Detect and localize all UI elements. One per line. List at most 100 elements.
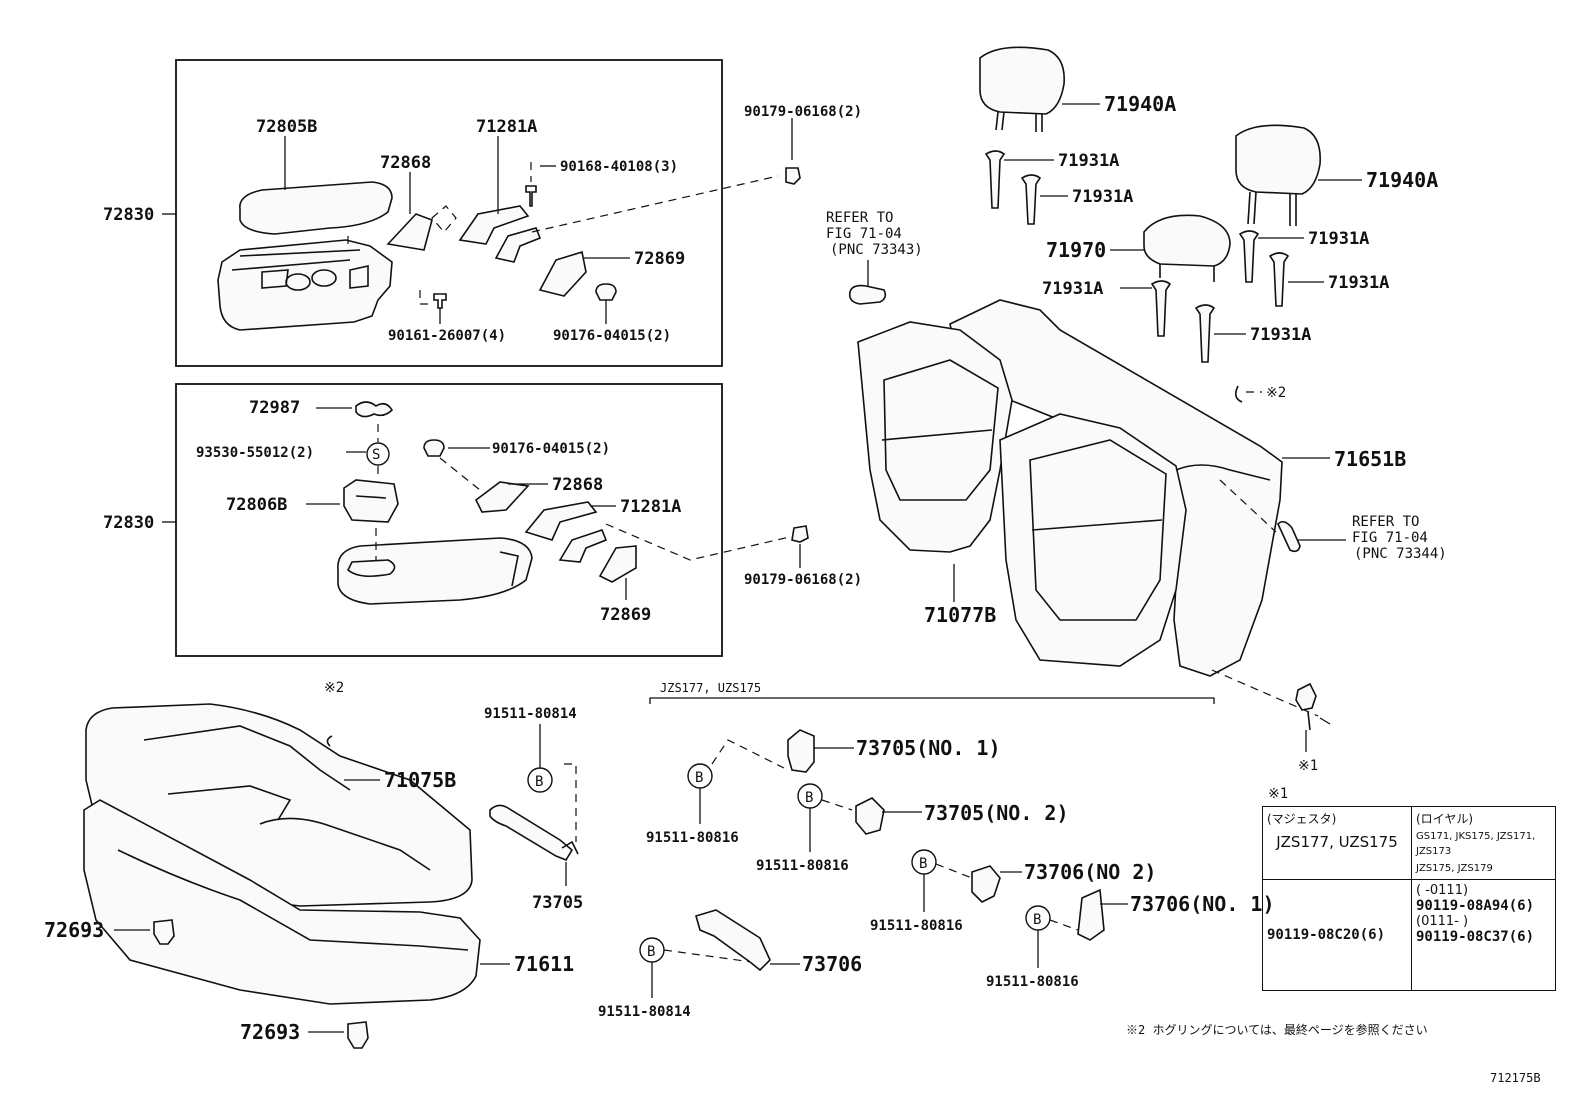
guide-71931a-4[interactable]	[1268, 252, 1290, 307]
label-71940a-left[interactable]: 71940A	[1104, 92, 1176, 116]
label-71931a-3[interactable]: 71931A	[1308, 229, 1369, 249]
latch-72806b[interactable]	[343, 479, 399, 523]
hook-73706-no2[interactable]	[971, 865, 1001, 903]
clip-72693-lower[interactable]	[347, 1021, 369, 1049]
svg-text:REFER TO: REFER TO	[1352, 514, 1419, 530]
bracket-73705[interactable]	[489, 804, 574, 861]
hook-73705-no2[interactable]	[855, 797, 885, 835]
label-72693-lower[interactable]: 72693	[240, 1020, 300, 1044]
variant-col2-header-cell: (ロイヤル) GS171, JKS175, JZS171, JZS173 JZS…	[1411, 806, 1556, 880]
hinge-cover-72869-upper[interactable]	[538, 250, 587, 297]
label-91511-80814-bottom[interactable]: 91511-80814	[598, 1004, 691, 1020]
hinge-plate-72868-upper[interactable]	[386, 213, 433, 251]
hinge-plate-72868-lower[interactable]	[474, 481, 530, 513]
variant-table: (マジェスタ) JZS177, UZS175 (ロイヤル) GS171, JKS…	[1262, 806, 1556, 991]
variant-col2-part-2[interactable]: 90119-08C37(6)	[1416, 929, 1535, 945]
label-71931a-2[interactable]: 71931A	[1072, 187, 1133, 207]
label-72869-lower[interactable]: 72869	[600, 605, 651, 625]
label-72869-upper[interactable]: 72869	[634, 249, 685, 269]
guide-71931a-1[interactable]	[984, 150, 1006, 209]
marker-s	[366, 442, 390, 466]
bolt-marker-1[interactable]	[1295, 682, 1317, 711]
label-93530[interactable]: 93530-55012(2)	[196, 445, 314, 461]
refer-part-73344[interactable]	[1277, 520, 1301, 553]
label-91511-80816-4[interactable]: 91511-80816	[986, 974, 1079, 990]
headrest-71940a-left[interactable]	[979, 46, 1065, 115]
screw-90161[interactable]	[433, 293, 447, 309]
svg-text:B: B	[919, 856, 927, 872]
label-71940a-right[interactable]: 71940A	[1366, 168, 1438, 192]
nut-90179-lower[interactable]	[791, 525, 809, 543]
label-90179-upper[interactable]: 90179-06168(2)	[744, 104, 862, 120]
label-71075b[interactable]: 71075B	[384, 768, 456, 792]
variant-col2-models-1: GS171, JKS175, JZS171, JZS173	[1416, 831, 1536, 857]
variant-col1-part[interactable]: 90119-08C20(6)	[1267, 927, 1386, 943]
svg-text:(PNC 73344): (PNC 73344)	[1354, 546, 1447, 562]
label-91511-80816-3[interactable]: 91511-80816	[870, 918, 963, 934]
nut-90179-upper[interactable]	[785, 167, 801, 185]
label-71931a-1[interactable]: 71931A	[1058, 151, 1119, 171]
label-90176-lower[interactable]: 90176-04015(2)	[492, 441, 610, 457]
label-72987[interactable]: 72987	[249, 398, 300, 418]
label-71651b[interactable]: 71651B	[1334, 447, 1406, 471]
label-71611[interactable]: 71611	[514, 952, 574, 976]
armrest-body[interactable]	[217, 239, 393, 331]
label-73706-no1[interactable]: 73706(NO. 1)	[1130, 892, 1275, 916]
label-72868-lower[interactable]: 72868	[552, 475, 603, 495]
label-71077b[interactable]: 71077B	[924, 603, 996, 627]
refer-part-73343[interactable]	[848, 284, 887, 305]
hook-73705-no1[interactable]	[787, 729, 815, 773]
label-71931a-5[interactable]: 71931A	[1042, 279, 1103, 299]
label-72805b[interactable]: 72805B	[256, 117, 317, 137]
svg-text:B: B	[647, 944, 655, 960]
hinge-71281a-upper[interactable]	[458, 205, 530, 245]
label-73705-no1[interactable]: 73705(NO. 1)	[856, 736, 1001, 760]
bracket-73706[interactable]	[695, 909, 771, 972]
guide-71931a-3[interactable]	[1238, 230, 1260, 283]
seatback-frame-71651b[interactable]	[949, 299, 1283, 677]
label-90176-upper[interactable]: 90176-04015(2)	[553, 328, 671, 344]
label-73705[interactable]: 73705	[532, 893, 583, 913]
guide-71931a-6[interactable]	[1194, 304, 1216, 363]
headrest-71970-center[interactable]	[1143, 214, 1231, 267]
label-91511-80814-top[interactable]: 91511-80814	[484, 706, 577, 722]
label-73706-no2[interactable]: 73706(NO 2)	[1024, 860, 1156, 884]
hinge-cover-72869-lower[interactable]	[598, 545, 637, 583]
label-73705-no2[interactable]: 73705(NO. 2)	[924, 801, 1069, 825]
label-91511-80816-2[interactable]: 91511-80816	[756, 858, 849, 874]
label-71931a-6[interactable]: 71931A	[1250, 325, 1311, 345]
label-72830-upper[interactable]: 72830	[103, 205, 154, 225]
label-90168[interactable]: 90168-40108(3)	[560, 159, 678, 175]
guide-71931a-5[interactable]	[1150, 280, 1172, 337]
headrest-71940a-right[interactable]	[1235, 124, 1321, 195]
label-90161[interactable]: 90161-26007(4)	[388, 328, 506, 344]
label-71281a-upper[interactable]: 71281A	[476, 117, 537, 137]
clip-72693-upper[interactable]	[153, 919, 175, 945]
label-91511-80816-1[interactable]: 91511-80816	[646, 830, 739, 846]
cushion-frame-71611[interactable]	[83, 799, 481, 1005]
label-71970[interactable]: 71970	[1046, 238, 1106, 262]
label-72693-upper[interactable]: 72693	[44, 918, 104, 942]
label-72868-upper[interactable]: 72868	[380, 153, 431, 173]
screw-90168[interactable]	[525, 185, 537, 207]
svg-text:FIG 71-04: FIG 71-04	[826, 226, 902, 242]
seatback-cover-71077b[interactable]	[857, 321, 1013, 553]
armrest-lower-body[interactable]	[337, 537, 533, 605]
clip-72987[interactable]	[355, 401, 394, 418]
grommet-90176-upper[interactable]	[595, 283, 617, 301]
variant-col1-models: JZS177, UZS175	[1276, 833, 1398, 851]
variant-col2-models-2: JZS175, JZS179	[1416, 863, 1493, 874]
variant-col2-part-1[interactable]: 90119-08A94(6)	[1416, 898, 1535, 914]
guide-71931a-2[interactable]	[1020, 174, 1042, 225]
label-71931a-4[interactable]: 71931A	[1328, 273, 1389, 293]
label-72830-lower[interactable]: 72830	[103, 513, 154, 533]
armrest-lid-72805b[interactable]	[239, 181, 393, 235]
grommet-90176-lower[interactable]	[423, 439, 445, 457]
hook-73706-no1[interactable]	[1077, 888, 1105, 941]
label-90179-lower[interactable]: 90179-06168(2)	[744, 572, 862, 588]
svg-text:B: B	[1033, 912, 1041, 928]
label-73706[interactable]: 73706	[802, 952, 862, 976]
hinge-71281a-lower[interactable]	[524, 501, 598, 541]
label-71281a-lower[interactable]: 71281A	[620, 497, 681, 517]
label-72806b[interactable]: 72806B	[226, 495, 287, 515]
